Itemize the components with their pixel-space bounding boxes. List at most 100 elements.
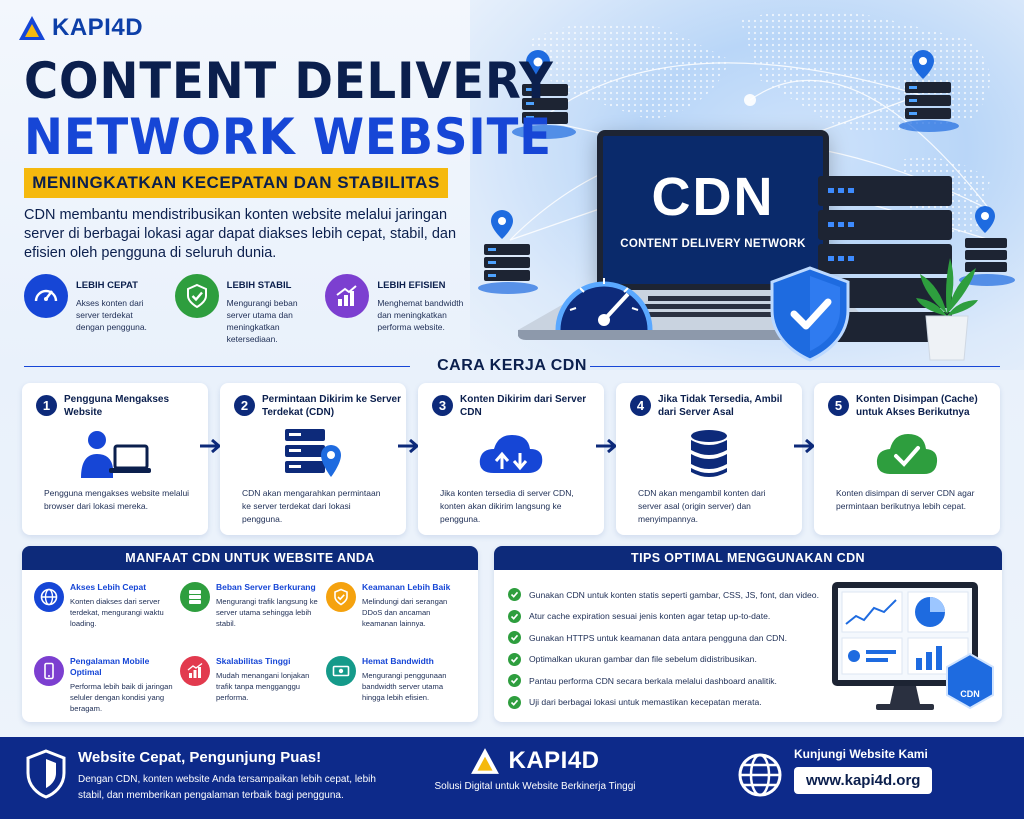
step-number: 3 [432,395,453,416]
tip-text: Pantau performa CDN secara berkala melal… [529,675,777,686]
hero-title-line1: CONTENT DELIVERY [24,52,554,110]
server-rack-icon [818,176,952,342]
mobile-icon [34,656,64,686]
cloud-transfer-icon [471,429,551,479]
footer: Website Cepat, Pengunjung Puas! Dengan C… [0,737,1024,819]
brand-name: KAPI4D [52,14,144,41]
step-title: Jika Tidak Tersedia, Ambil dari Server A… [658,394,783,418]
cloud-check-icon [867,429,947,479]
plant-decoration-icon [916,258,978,361]
step-number: 1 [36,395,57,416]
step-title: Konten Disimpan (Cache) untuk Akses Beri… [856,394,978,418]
how-it-works-title: CARA KERJA CDN [437,357,587,374]
shield-icon [326,582,356,612]
feature-text: Mengurangi beban server utama dan mening… [226,298,298,344]
check-icon [508,652,521,666]
footer-visit-title: Kunjungi Website Kami [794,747,928,761]
feature-title: LEBIH CEPAT [76,280,138,291]
database-icon [669,429,749,479]
screen-subtitle: CONTENT DELIVERY NETWORK [620,238,806,250]
arrow-right-icon [794,439,816,453]
tip-item: Gunakan HTTPS untuk keamanan data antara… [508,627,828,649]
tip-text: Optimalkan ukuran gambar dan file sebelu… [529,654,757,665]
step-card-1: 1 Pengguna Mengakses Website Pengguna me… [22,383,208,535]
benefit-title: Hemat Bandwidth [362,656,434,666]
tip-text: Gunakan HTTPS untuk keamanan data antara… [529,632,787,643]
server-node-4 [959,206,1015,286]
brand-header: KAPI4D [18,14,143,42]
server-node-1 [512,50,576,139]
shield-check-icon [174,274,219,318]
feature-title: LEBIH STABIL [226,280,292,291]
benefit-title: Akses Lebih Cepat [70,582,147,592]
check-icon [508,695,521,709]
speedometer-gauge-icon [555,278,653,331]
footer-left-title: Website Cepat, Pengunjung Puas! [78,749,322,766]
benefit-title: Keamanan Lebih Baik [362,582,451,592]
tip-text: Uji dari berbagai lokasi untuk memastika… [529,697,762,708]
screen-cdn-text: CDN [651,167,775,227]
check-icon [508,674,521,688]
feature-text: Akses konten dari server terdekat dengan… [76,298,147,332]
arrow-right-icon [200,439,222,453]
check-icon [508,588,521,602]
benefit-text: Konten diakses dari server terdekat, men… [70,597,164,628]
footer-left: Website Cepat, Pengunjung Puas! Dengan C… [78,749,378,804]
benefit-text: Mudah menangani lonjakan trafik tanpa me… [216,671,310,702]
hero-title-line2: NETWORK WEBSITE [24,108,552,166]
globe-icon [738,753,782,797]
arrow-right-icon [596,439,618,453]
server-node-3 [478,210,538,294]
check-icon [508,609,521,623]
footer-logo-icon [471,748,500,774]
tips-panel: TIPS OPTIMAL MENGGUNAKAN CDN Gunakan CDN… [494,546,1002,722]
step-card-5: 5 Konten Disimpan (Cache) untuk Akses Be… [814,383,1000,535]
step-text: Konten disimpan di server CDN agar permi… [836,488,975,511]
step-title: Konten Dikirim dari Server CDN [460,394,587,418]
kapi4d-logo-icon [19,16,45,40]
step-title: Permintaan Dikirim ke Server Terdekat (C… [262,394,401,418]
growth-chart-icon [325,274,370,318]
globe-icon [34,582,64,612]
server-icon [180,582,210,612]
feature-title: LEBIH EFISIEN [377,280,446,291]
benefit-text: Mengurangi penggunaan bandwidth server u… [362,671,447,702]
feature-text: Menghemat bandwidth dan meningkatkan per… [377,298,464,332]
user-laptop-icon [75,429,155,479]
benefit-text: Mengurangi trafik langsung ke server uta… [216,597,318,628]
benefits-title: MANFAAT CDN UNTUK WEBSITE ANDA [22,546,478,570]
laptop-screen: CDN CONTENT DELIVERY NETWORK [597,130,829,290]
tip-item: Uji dari berbagai lokasi untuk memastika… [508,692,828,714]
step-card-3: 3 Konten Dikirim dari Server CDN Jika ko… [418,383,604,535]
hero-subtitle: MENINGKATKAN KECEPATAN DAN STABILITAS [24,168,448,198]
benefits-panel: MANFAAT CDN UNTUK WEBSITE ANDA Akses Leb… [22,546,478,722]
step-number: 2 [234,395,255,416]
section-divider-right [590,366,1000,367]
analytics-monitor-icon [832,582,978,710]
tip-text: Gunakan CDN untuk konten statis seperti … [529,589,819,600]
footer-center: KAPI4D Solusi Digital untuk Website Berk… [410,745,660,792]
arrow-right-icon [398,439,420,453]
how-it-works-steps: 1 Pengguna Mengakses Website Pengguna me… [22,383,1002,535]
tip-item: Gunakan CDN untuk konten statis seperti … [508,584,828,606]
server-node-2 [899,50,959,132]
step-text: CDN akan mengarahkan permintaan ke serve… [242,488,381,524]
check-icon [508,631,521,645]
chart-up-icon [180,656,210,686]
feature-efficient: LEBIH EFISIEN Menghemat bandwidth dan men… [325,274,464,345]
website-url-link[interactable]: www.kapi4d.org [794,767,933,794]
server-location-icon [273,429,353,479]
speedometer-icon [24,274,68,318]
cdn-badge-label: CDN [960,689,980,699]
feature-stable: LEBIH STABIL Mengurangi beban server utam… [174,274,314,345]
footer-left-text: Dengan CDN, konten website Anda tersampa… [78,774,376,801]
benefit-text: Melindungi dari serangan DDoS dan ancama… [362,597,448,628]
section-divider-left [24,366,410,367]
tip-item: Atur cache expiration sesuai jenis konte… [508,606,828,628]
step-number: 5 [828,395,849,416]
money-icon [326,656,356,686]
